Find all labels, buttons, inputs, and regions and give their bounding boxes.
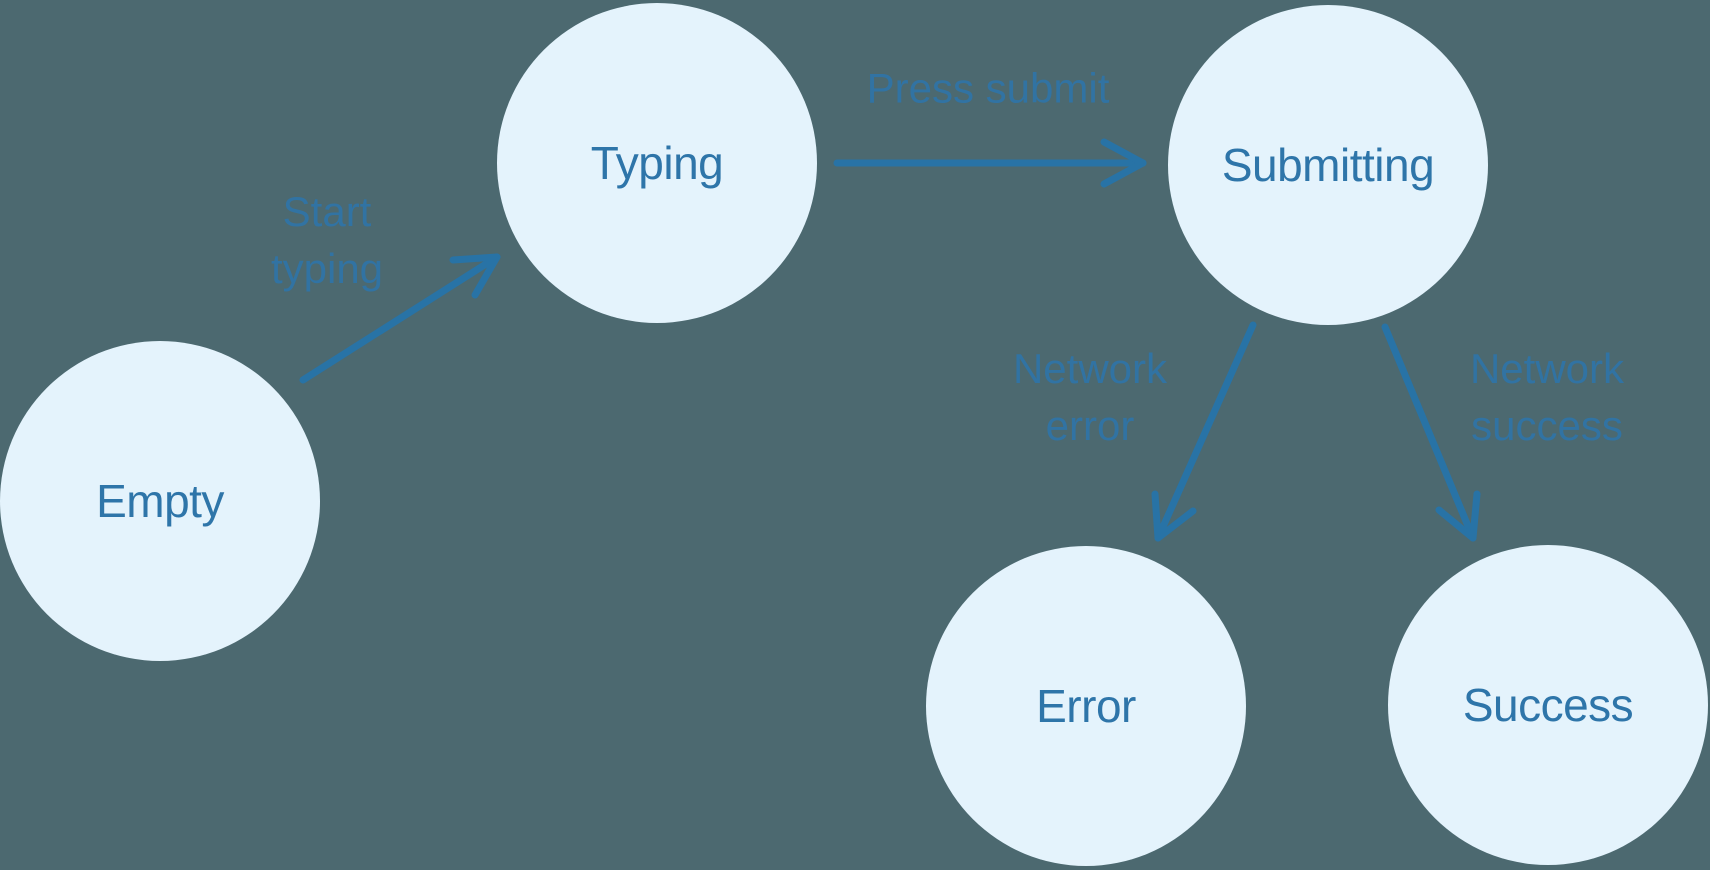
state-node-success: Success <box>1388 545 1708 865</box>
edge-label-line: Network <box>1469 345 1625 392</box>
state-node-empty: Empty <box>0 341 320 661</box>
edge-label-line: Start <box>282 188 372 235</box>
state-label-submitting: Submitting <box>1221 139 1435 191</box>
edge-label-press-submit: Press submit <box>867 60 1110 117</box>
edge-label-line: Press submit <box>866 64 1110 112</box>
state-label-error: Error <box>1036 680 1136 732</box>
state-label-success: Success <box>1462 679 1634 731</box>
arrow-start-typing <box>299 253 501 384</box>
edge-label-start-typing: Start typing <box>271 183 383 297</box>
state-node-submitting: Submitting <box>1168 5 1488 325</box>
arrow-network-success <box>1381 323 1481 542</box>
state-node-error: Error <box>926 546 1246 866</box>
arrow-network-error <box>1151 321 1257 542</box>
state-label-empty: Empty <box>96 475 224 527</box>
edge-label-line: error <box>1045 402 1135 449</box>
edge-label-line: Network <box>1012 345 1168 392</box>
state-node-typing: Typing <box>497 3 817 323</box>
arrow-press-submit <box>833 138 1147 188</box>
edge-label-network-error: Network error <box>1013 340 1167 454</box>
state-label-typing: Typing <box>590 137 724 189</box>
edge-label-line: success <box>1471 402 1623 449</box>
edge-label-line: typing <box>270 245 384 292</box>
edge-label-network-success: Network success <box>1470 340 1624 454</box>
